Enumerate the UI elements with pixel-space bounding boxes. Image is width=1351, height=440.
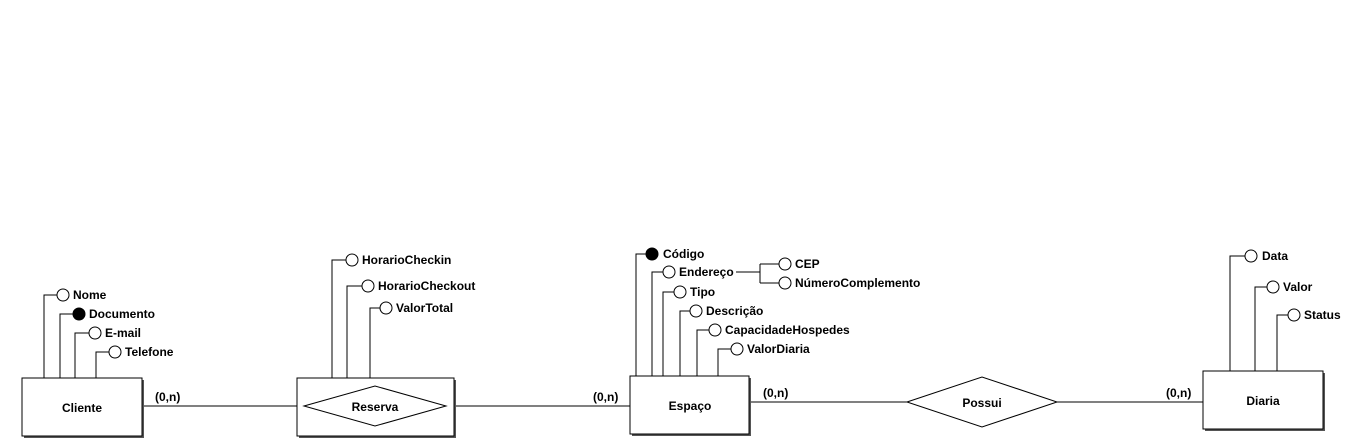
- attribute-numero-complemento[interactable]: [778, 276, 792, 290]
- attribute-horario-checkin-label: HorarioCheckin: [362, 253, 451, 267]
- attribute-telefone-label: Telefone: [125, 345, 174, 359]
- attribute-horario-checkin[interactable]: [345, 253, 359, 267]
- cardinality-espaco-possui: (0,n): [763, 386, 788, 400]
- attribute-cep[interactable]: [778, 257, 792, 271]
- attribute-horario-checkout[interactable]: [361, 279, 375, 293]
- attribute-horario-checkout-label: HorarioCheckout: [378, 279, 475, 293]
- entity-diaria-label: Diaria: [1246, 394, 1280, 408]
- attribute-status-label: Status: [1304, 308, 1341, 322]
- attribute-capacidade-hospedes[interactable]: [708, 323, 722, 337]
- attribute-tipo[interactable]: [673, 285, 687, 299]
- attribute-nome[interactable]: [56, 288, 70, 302]
- attribute-valor-diaria[interactable]: [730, 342, 744, 356]
- key-attribute-codigo[interactable]: [645, 247, 659, 261]
- attribute-valor[interactable]: [1266, 280, 1280, 294]
- attribute-valor-total[interactable]: [379, 301, 393, 315]
- attribute-descricao[interactable]: [689, 304, 703, 318]
- key-attribute-documento[interactable]: [72, 307, 86, 321]
- attribute-capacidade-hospedes-label: CapacidadeHospedes: [725, 323, 850, 337]
- relationship-lines: [142, 401, 1203, 407]
- attribute-descricao-label: Descrição: [706, 304, 763, 318]
- attribute-codigo-label: Código: [663, 247, 704, 261]
- attribute-endereco[interactable]: [662, 265, 676, 279]
- attribute-endereco-label: Endereço: [679, 265, 734, 279]
- attribute-valor-label: Valor: [1283, 280, 1313, 294]
- cardinality-cliente-reserva: (0,n): [155, 390, 180, 404]
- attribute-documento-label: Documento: [89, 307, 155, 321]
- reserva-attributes: HorarioCheckin HorarioCheckout ValorTota…: [331, 253, 475, 378]
- cardinalities: (0,n) (0,n) (0,n) (0,n): [155, 386, 1191, 404]
- entity-espaco[interactable]: Espaço: [629, 375, 751, 436]
- entity-diaria[interactable]: Diaria: [1202, 370, 1325, 431]
- attribute-valor-total-label: ValorTotal: [396, 301, 453, 315]
- cardinality-diaria-possui: (0,n): [1166, 386, 1191, 400]
- entity-espaco-label: Espaço: [669, 399, 712, 413]
- attribute-valor-diaria-label: ValorDiaria: [747, 342, 810, 356]
- relationship-reserva-diamond: [302, 385, 448, 427]
- relationship-possui-label: Possui: [962, 396, 1001, 410]
- relationship-possui[interactable]: Possui: [905, 376, 1059, 428]
- attribute-data[interactable]: [1244, 249, 1258, 263]
- entity-cliente[interactable]: Cliente: [21, 377, 144, 438]
- attribute-cep-label: CEP: [795, 257, 820, 271]
- attribute-tipo-label: Tipo: [690, 285, 715, 299]
- attribute-status[interactable]: [1287, 308, 1301, 322]
- relationship-reserva[interactable]: Reserva: [296, 377, 456, 438]
- attribute-nome-label: Nome: [73, 288, 107, 302]
- attribute-email-label: E-mail: [105, 326, 141, 340]
- diaria-attributes: Data Valor Status: [1229, 249, 1341, 371]
- cliente-attributes: Nome Documento E-mail Telefone: [43, 288, 174, 378]
- attribute-telefone[interactable]: [108, 345, 122, 359]
- cardinality-espaco-reserva: (0,n): [593, 390, 618, 404]
- attribute-numero-complemento-label: NúmeroComplemento: [795, 276, 920, 290]
- espaco-attributes: Código Endereço CEP NúmeroComplemento Ti…: [635, 247, 920, 376]
- entity-cliente-label: Cliente: [62, 401, 102, 415]
- relationship-reserva-label: Reserva: [352, 400, 399, 414]
- attribute-email[interactable]: [88, 326, 102, 340]
- attribute-data-label: Data: [1262, 249, 1288, 263]
